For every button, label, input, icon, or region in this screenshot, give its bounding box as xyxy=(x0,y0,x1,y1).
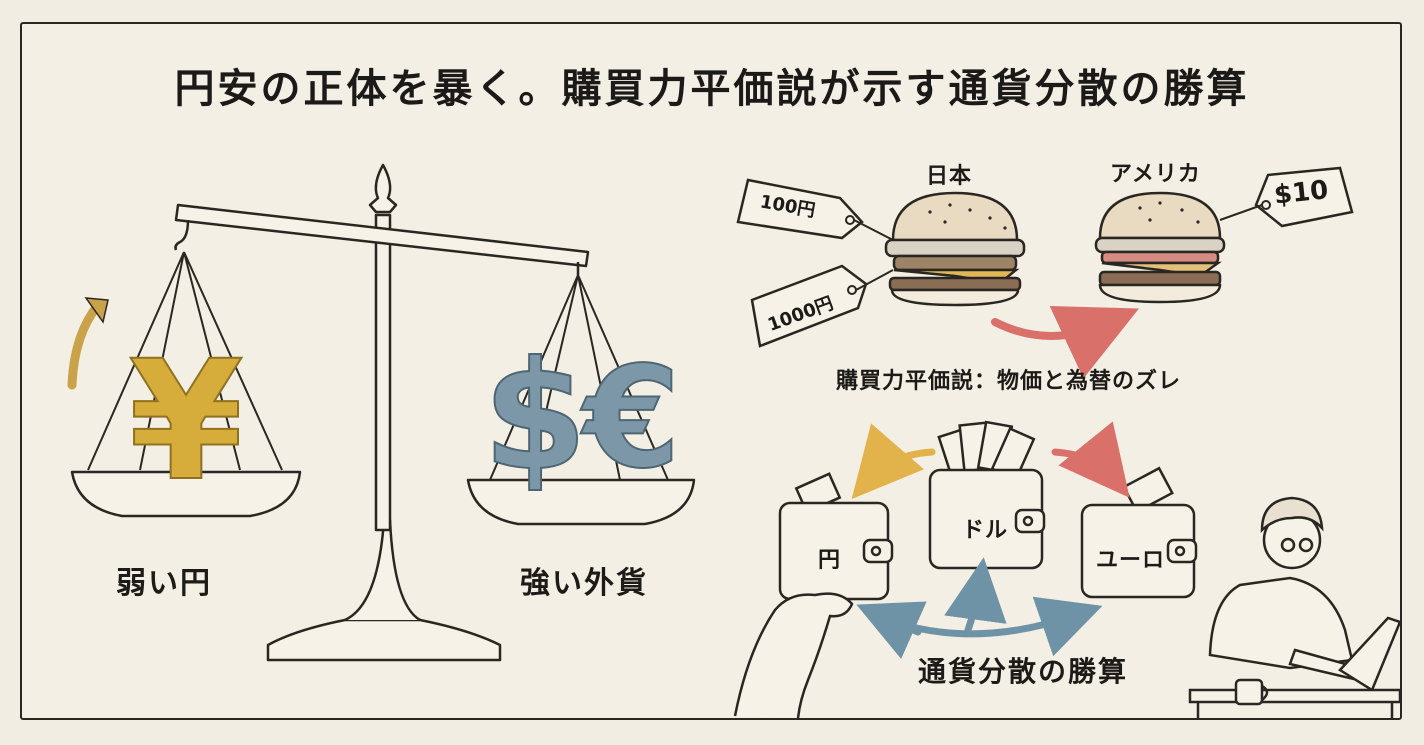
usa-label: アメリカ xyxy=(1110,162,1201,187)
hand-icon xyxy=(733,592,854,719)
wallet-icon-euro xyxy=(1080,466,1198,599)
person-laptop-icon xyxy=(1188,496,1402,718)
dollar-symbol: $ xyxy=(483,330,587,504)
weak-yen-label: 弱い円 xyxy=(116,566,212,601)
page-title: 円安の正体を暴く。購買力平価説が示す通貨分散の勝算 xyxy=(174,66,1250,112)
rising-arrow-icon xyxy=(67,300,103,390)
burger-icon-usa xyxy=(1094,191,1226,304)
arrow-icon-to-yen xyxy=(851,423,936,500)
sesame-seeds xyxy=(928,201,1200,230)
arrow-icon-ppp xyxy=(991,306,1140,379)
wallet-label-yen: 円 xyxy=(818,548,842,573)
yen-symbol: ¥ xyxy=(129,325,244,517)
diversification-caption: 通貨分散の勝算 xyxy=(918,655,1129,688)
wallet-icon-dollar xyxy=(928,420,1046,570)
wallet-label-dollar: ドル xyxy=(962,518,1009,543)
arrow-icon-to-euro xyxy=(1051,421,1130,498)
wallet-icon-yen xyxy=(778,472,894,601)
japan-label: 日本 xyxy=(926,164,973,189)
price-tag-10-dollar: $10 xyxy=(1272,175,1330,211)
ppp-caption: 購買力平価説：物価と為替のズレ xyxy=(836,369,1182,394)
burger-icon-japan xyxy=(884,191,1026,307)
euro-symbol: € xyxy=(580,337,680,500)
poster-frame xyxy=(20,22,1402,720)
wallet-label-euro: ユーロ xyxy=(1096,548,1166,573)
strong-foreign-currency-label: 強い外貨 xyxy=(520,566,648,601)
balance-scale-icon xyxy=(70,163,696,662)
price-tag-icon xyxy=(736,166,1354,348)
